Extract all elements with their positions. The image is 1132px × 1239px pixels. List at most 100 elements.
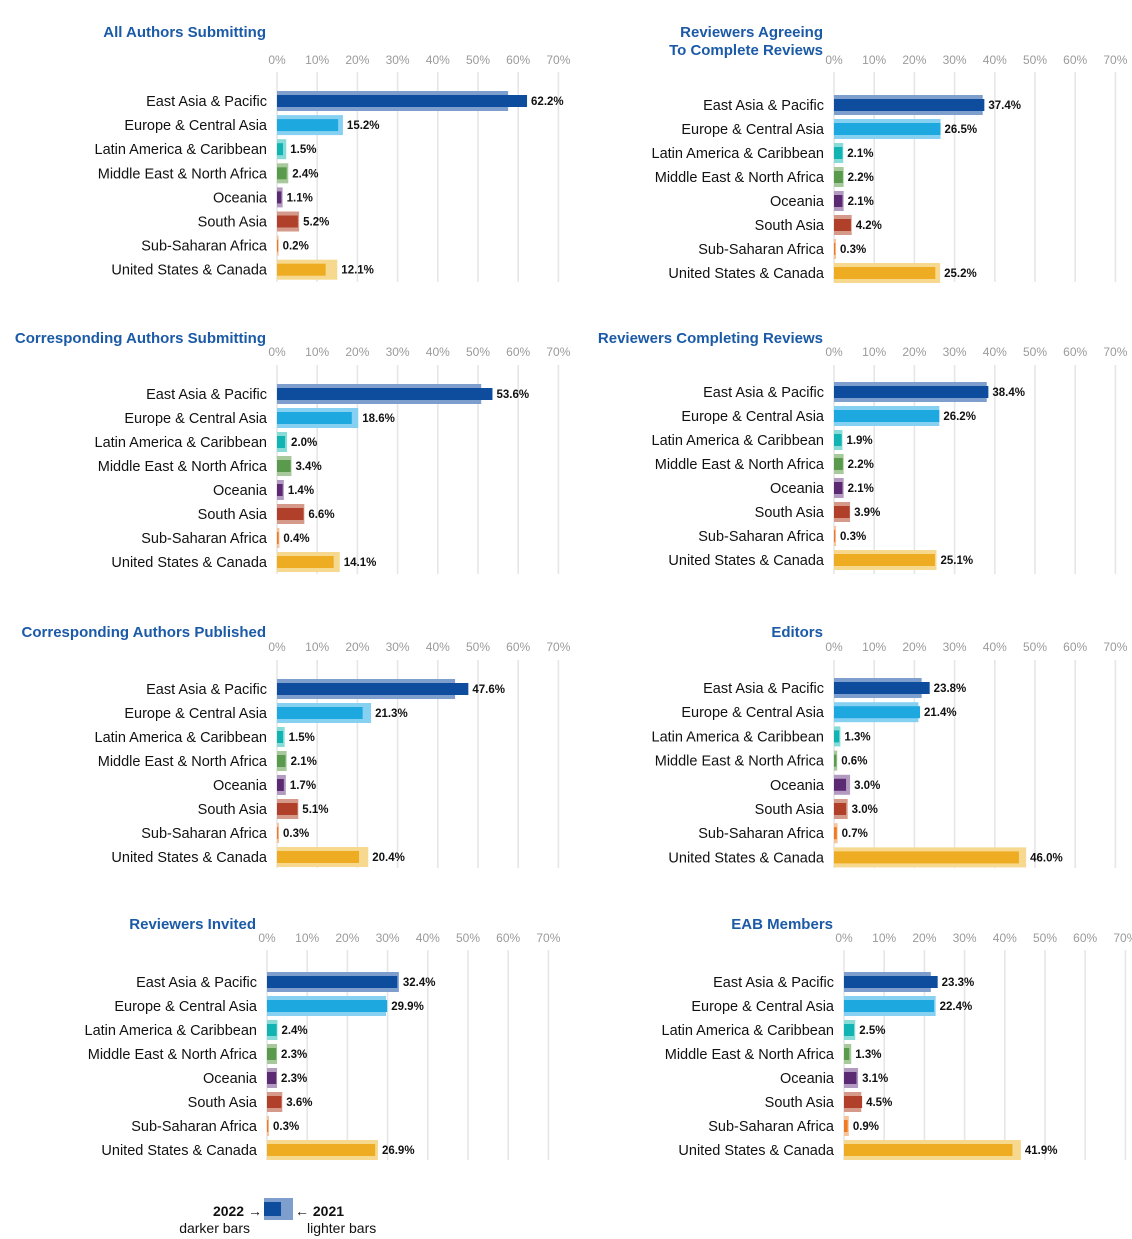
bar-2022: [267, 1144, 376, 1156]
value-label: 23.8%: [934, 683, 967, 695]
bar-2022: [277, 119, 339, 132]
value-label: 2.1%: [848, 483, 874, 495]
category-label: United States & Canada: [111, 555, 268, 571]
bar-2022: [277, 167, 287, 180]
value-label: 1.5%: [289, 732, 315, 744]
tick-label: 50%: [1033, 931, 1057, 945]
bar-2022: [277, 683, 469, 695]
bar-2022: [834, 123, 941, 135]
value-label: 1.1%: [287, 192, 313, 204]
category-label: Europe & Central Asia: [124, 118, 268, 134]
value-label: 5.2%: [303, 217, 329, 229]
value-label: 2.1%: [848, 196, 874, 208]
category-label: Oceania: [770, 481, 825, 497]
bar-2022: [844, 1120, 848, 1132]
bar-2022: [834, 530, 836, 542]
tick-label: 50%: [456, 931, 480, 945]
bar-2022: [277, 388, 493, 400]
value-label: 18.6%: [362, 413, 395, 425]
bar-2022: [277, 755, 286, 767]
bar-2022: [277, 851, 360, 863]
value-label: 4.2%: [856, 220, 882, 232]
category-label: Latin America & Caribbean: [95, 435, 268, 451]
bar-2022: [844, 1048, 850, 1060]
tick-label: 40%: [993, 931, 1017, 945]
bar-2022: [277, 143, 284, 156]
tick-label: 30%: [386, 345, 410, 359]
category-label: Middle East & North Africa: [655, 457, 825, 473]
bar-2022: [834, 219, 851, 231]
category-label: Latin America & Caribbean: [652, 729, 825, 745]
bar-2022: [834, 458, 843, 470]
bar-2022: [834, 730, 840, 743]
category-label: Latin America & Caribbean: [662, 1023, 835, 1039]
chart-title: Reviewers Invited: [129, 916, 256, 933]
chart-panel: Reviewers Invited0%10%20%30%40%50%60%70%…: [85, 916, 561, 1160]
tick-label: 60%: [1063, 345, 1087, 359]
bar-2022: [267, 1048, 277, 1060]
bar-2022: [277, 532, 279, 544]
category-label: South Asia: [198, 215, 268, 231]
bar-2022: [844, 1096, 863, 1108]
value-label: 38.4%: [992, 387, 1025, 399]
tick-label: 10%: [305, 345, 329, 359]
category-label: Sub-Saharan Africa: [141, 826, 268, 842]
value-label: 3.0%: [854, 780, 880, 792]
category-label: Middle East & North Africa: [655, 754, 825, 770]
value-label: 0.3%: [840, 531, 866, 543]
bar-2022: [844, 1024, 855, 1036]
bar-2022: [277, 707, 363, 719]
category-label: Latin America & Caribbean: [95, 730, 268, 746]
value-label: 5.1%: [302, 804, 328, 816]
value-label: 12.1%: [341, 265, 374, 277]
bar-2022: [834, 267, 936, 279]
category-label: South Asia: [198, 802, 268, 818]
category-label: East Asia & Pacific: [146, 387, 267, 403]
tick-label: 50%: [466, 640, 490, 654]
category-label: Latin America & Caribbean: [652, 146, 825, 162]
category-label: United States & Canada: [668, 553, 825, 569]
bar-2022: [834, 386, 989, 398]
value-label: 3.1%: [862, 1073, 888, 1085]
bar-2022: [277, 803, 298, 815]
bar-2022: [844, 976, 938, 988]
value-label: 3.0%: [852, 804, 878, 816]
tick-label: 10%: [305, 640, 329, 654]
tick-label: 20%: [345, 345, 369, 359]
value-label: 37.4%: [988, 100, 1021, 112]
category-label: Oceania: [203, 1071, 258, 1087]
tick-label: 10%: [872, 931, 896, 945]
tick-label: 30%: [386, 53, 410, 67]
value-label: 2.0%: [291, 437, 317, 449]
tick-label: 20%: [345, 640, 369, 654]
category-label: Oceania: [213, 190, 268, 206]
tick-label: 30%: [386, 640, 410, 654]
tick-label: 30%: [943, 53, 967, 67]
bar-2022: [267, 976, 398, 988]
tick-label: 50%: [1023, 53, 1047, 67]
bar-2022: [834, 99, 985, 111]
chart-panel: Corresponding Authors Published0%10%20%3…: [22, 624, 571, 868]
tick-label: 70%: [1103, 640, 1127, 654]
tick-label: 30%: [376, 931, 400, 945]
category-label: Middle East & North Africa: [88, 1047, 258, 1063]
tick-label: 20%: [345, 53, 369, 67]
chart-title: Corresponding Authors Submitting: [15, 330, 266, 347]
tick-label: 60%: [506, 345, 530, 359]
category-label: East Asia & Pacific: [146, 682, 267, 698]
tick-label: 0%: [825, 345, 843, 359]
legend-year-2021: ← 2021: [295, 1203, 344, 1219]
value-label: 2.2%: [848, 459, 874, 471]
tick-label: 0%: [268, 640, 286, 654]
category-label: Europe & Central Asia: [124, 706, 268, 722]
tick-label: 60%: [1063, 640, 1087, 654]
legend-desc-2021: lighter bars: [307, 1220, 376, 1236]
value-label: 0.9%: [853, 1121, 879, 1133]
category-label: South Asia: [755, 218, 825, 234]
value-label: 32.4%: [403, 977, 436, 989]
value-label: 2.4%: [281, 1025, 307, 1037]
chart-panel: All Authors Submitting0%10%20%30%40%50%6…: [95, 24, 571, 282]
legend-desc-2022: darker bars: [179, 1220, 250, 1236]
